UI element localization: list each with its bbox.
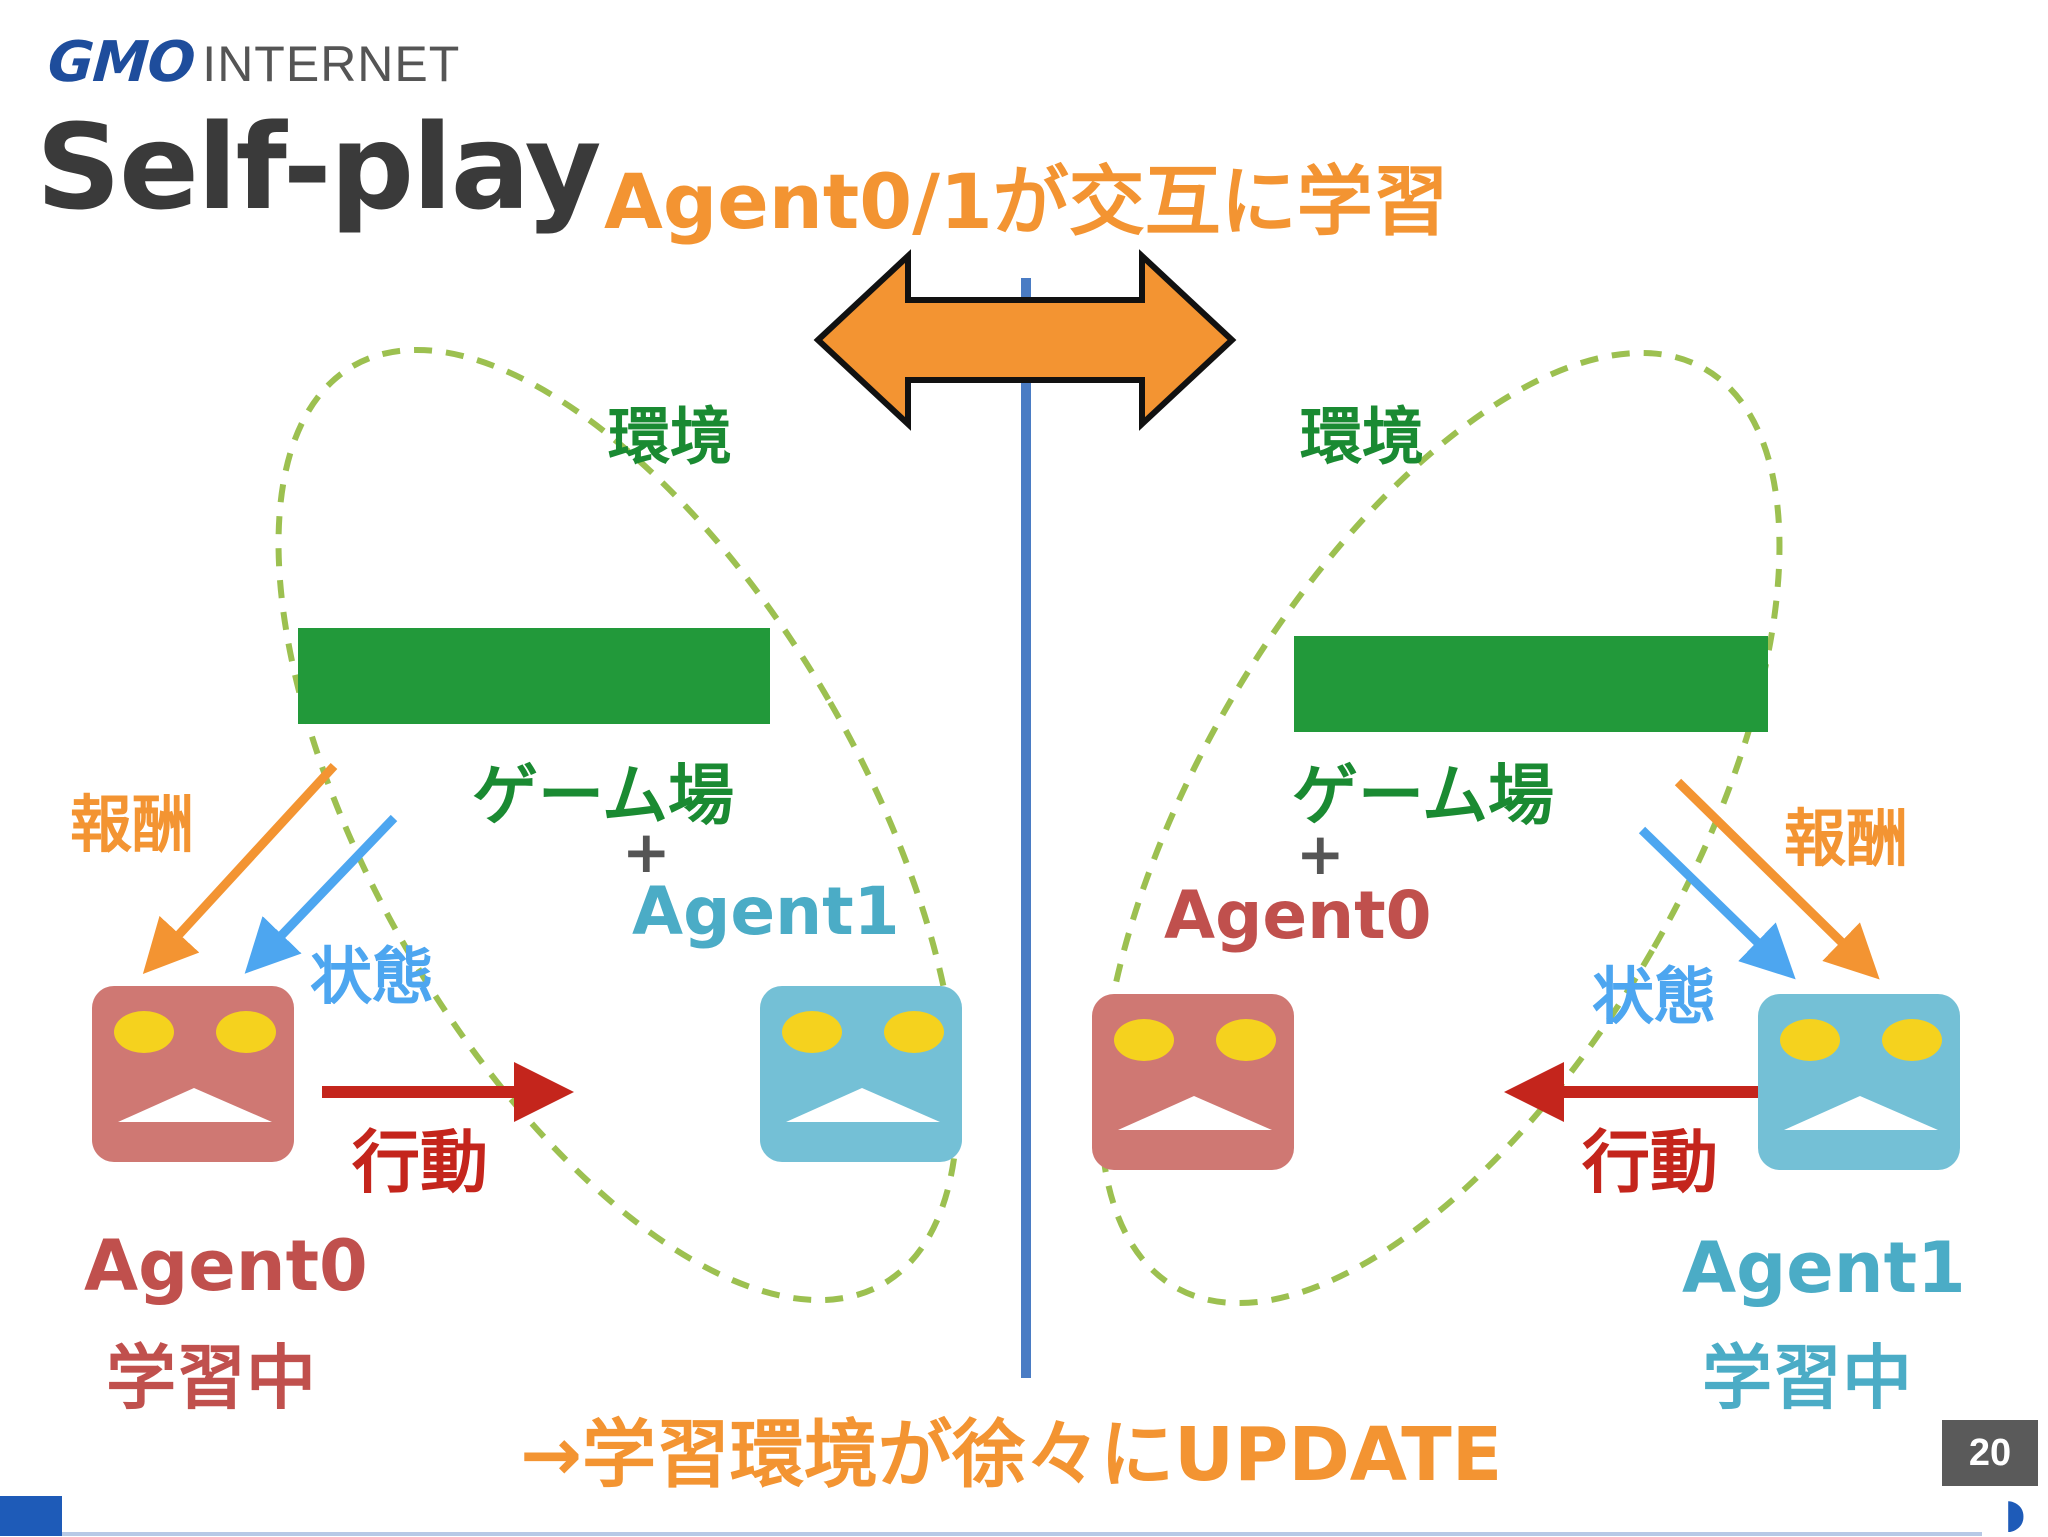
left-agent1-eye-left — [782, 1011, 842, 1053]
right-reward-arrow — [1674, 778, 1880, 980]
left-agent0-eye-right — [216, 1011, 276, 1053]
right-environment-boundary — [1097, 349, 1783, 1307]
right-game-field-label: ゲーム場 — [1292, 757, 1554, 834]
left-agent1-eye-right — [884, 1011, 944, 1053]
right-plus-sign: + — [1296, 820, 1345, 888]
right-agent1-eye-left — [1780, 1019, 1840, 1061]
right-agent1-mouth — [1784, 1096, 1938, 1130]
right-state-arrow — [1638, 826, 1796, 980]
page-number: 20 — [1942, 1420, 2038, 1486]
slide-title: Self-play — [36, 98, 602, 236]
left-opponent-label: Agent1 — [632, 873, 900, 950]
bottom-rule — [62, 1532, 1982, 1536]
left-learner-status: 学習中 — [106, 1337, 316, 1419]
right-agent1-face — [1758, 994, 1960, 1170]
left-agent0-face — [92, 986, 294, 1162]
left-action-label: 行動 — [352, 1124, 488, 1203]
bottom-left-accent-bar — [0, 1496, 62, 1536]
right-opponent-label: Agent0 — [1164, 877, 1432, 954]
left-reward-arrow — [142, 762, 338, 974]
left-environment-label: 環境 — [608, 400, 732, 473]
footer-update-text: →学習環境が徐々にUPDATE — [520, 1412, 1502, 1498]
right-action-label: 行動 — [1582, 1124, 1718, 1203]
alternating-double-arrow — [813, 249, 1237, 431]
corner-logo-mark-icon: ◗ — [2004, 1491, 2026, 1537]
left-game-field-label: ゲーム場 — [472, 757, 734, 834]
right-agent0-mouth — [1118, 1096, 1272, 1130]
left-state-arrow — [244, 814, 398, 974]
headline-text: Agent0/1が交互に学習 — [604, 157, 1449, 246]
left-game-field — [298, 628, 770, 724]
gmo-internet-logo: GMO INTERNET — [46, 30, 461, 100]
left-learner-name: Agent0 — [84, 1225, 368, 1307]
right-state-label: 状態 — [1592, 960, 1716, 1033]
right-learner-status: 学習中 — [1702, 1337, 1912, 1419]
right-agent0-eye-left — [1114, 1019, 1174, 1061]
right-agent0-face — [1092, 994, 1294, 1170]
left-state-label: 状態 — [310, 940, 434, 1013]
left-agent1-face — [760, 986, 962, 1162]
left-plus-sign: + — [622, 818, 671, 886]
logo-internet-text: INTERNET — [202, 36, 461, 92]
left-reward-label: 報酬 — [70, 788, 194, 861]
left-environment-boundary — [275, 346, 961, 1304]
right-agent1-eye-right — [1882, 1019, 1942, 1061]
left-agent0-eye-left — [114, 1011, 174, 1053]
right-game-field — [1294, 636, 1768, 732]
left-agent0-mouth — [118, 1088, 272, 1122]
right-agent0-eye-right — [1216, 1019, 1276, 1061]
right-learner-name: Agent1 — [1682, 1227, 1966, 1309]
right-reward-label: 報酬 — [1784, 802, 1908, 875]
right-environment-label: 環境 — [1300, 400, 1424, 473]
left-agent1-mouth — [786, 1088, 940, 1122]
